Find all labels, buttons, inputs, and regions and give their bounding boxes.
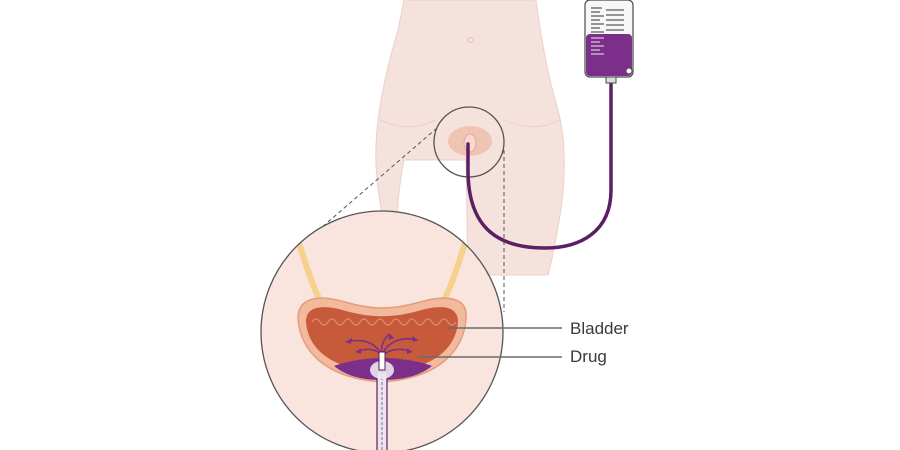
zoom-view [260,210,504,450]
drug-label: Drug [570,347,607,366]
drug-callout: Drug [418,347,607,366]
iv-bag-icon [584,0,634,84]
catheter-tube-icon [466,78,613,250]
bladder-label: Bladder [570,319,629,338]
bladder-icon [297,297,467,383]
zoom-connector-lines [313,127,505,312]
catheter-in-urethra [370,351,394,450]
zoom-circle-outline [260,210,504,450]
navel [467,37,475,43]
bladder-callout: Bladder [448,319,629,338]
